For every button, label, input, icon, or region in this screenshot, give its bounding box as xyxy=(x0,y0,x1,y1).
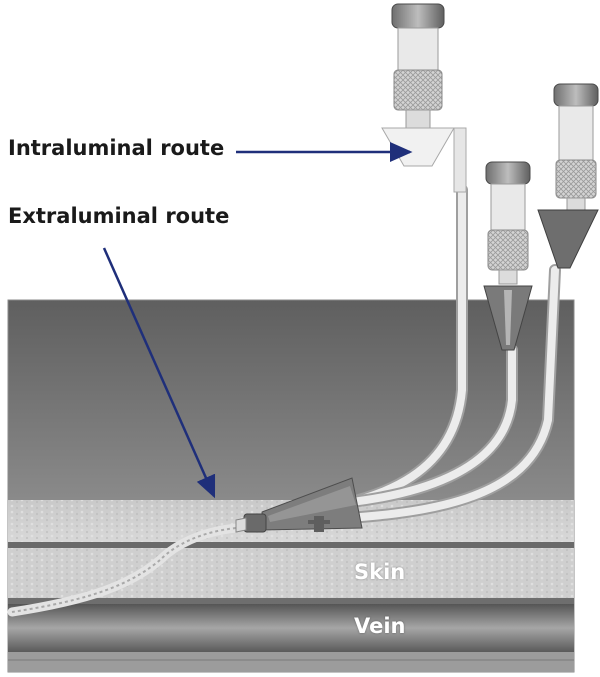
luer-connector-icon xyxy=(537,83,599,269)
luer-connector-icon xyxy=(483,161,533,351)
extraluminal-route-label: Extraluminal route xyxy=(8,204,230,228)
catheter-insertion-path xyxy=(7,523,241,617)
intraluminal-route-label: Intraluminal route xyxy=(8,136,225,160)
luer-connector-icon xyxy=(381,3,467,193)
skin-label: Skin xyxy=(354,560,406,584)
arrow-down-right-icon xyxy=(102,247,216,499)
vein-label: Vein xyxy=(354,614,406,638)
catheter-hub xyxy=(235,477,363,533)
tissue-block xyxy=(7,299,575,673)
vein-layer xyxy=(8,604,574,652)
